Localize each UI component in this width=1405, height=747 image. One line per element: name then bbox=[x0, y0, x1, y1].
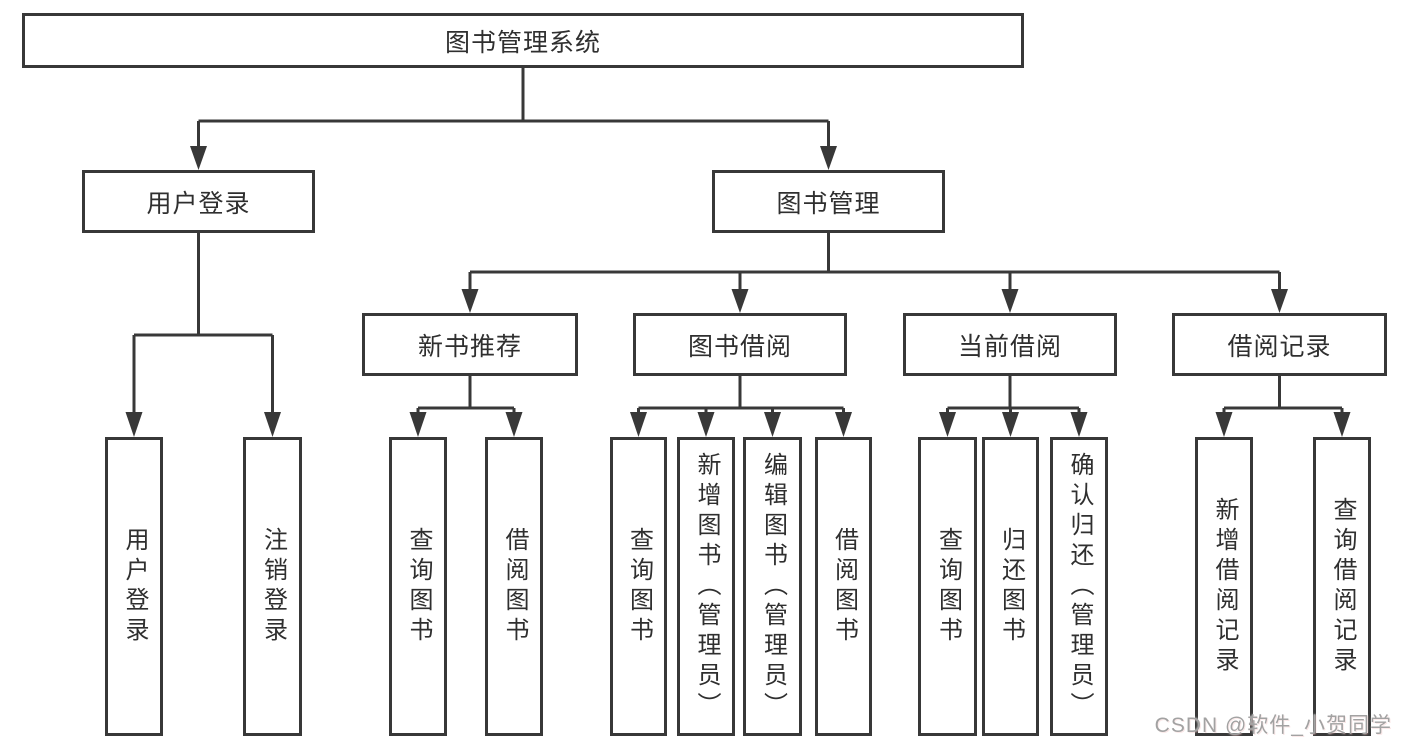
connector-book-management-children bbox=[468, 233, 1281, 290]
leaf-newbook-borrow: 借阅图书 bbox=[485, 437, 543, 736]
csdn-watermark: CSDN @软件_小贺同学 bbox=[1154, 714, 1392, 737]
node-book-borrow-label: 图书借阅 bbox=[687, 332, 792, 361]
node-user-login-label: 用户登录 bbox=[146, 189, 251, 218]
node-user-login: 用户登录 bbox=[82, 170, 315, 233]
connector-user-login-children bbox=[132, 233, 274, 414]
leaf-user-login: 用户登录 bbox=[105, 437, 163, 736]
node-new-book-recommend-label: 新书推荐 bbox=[417, 332, 522, 361]
node-root-label: 图书管理系统 bbox=[444, 28, 601, 57]
connector-root-to-level2 bbox=[197, 68, 830, 148]
connector-borrow-records-children bbox=[1222, 376, 1344, 414]
leaf-current-confirm-admin: 确认归还（管理员） bbox=[1050, 437, 1108, 736]
leaf-borrow-borrow: 借阅图书 bbox=[815, 437, 872, 736]
node-current-borrow-label: 当前借阅 bbox=[957, 332, 1062, 361]
connector-new-books-children bbox=[416, 376, 516, 414]
leaf-current-return: 归还图书 bbox=[982, 437, 1039, 736]
leaf-records-add: 新增借阅记录 bbox=[1195, 437, 1253, 736]
node-book-management: 图书管理 bbox=[712, 170, 945, 233]
leaf-borrow-add-admin: 新增图书（管理员） bbox=[677, 437, 735, 736]
leaf-borrow-query: 查询图书 bbox=[610, 437, 667, 736]
node-book-management-label: 图书管理 bbox=[776, 189, 881, 218]
leaf-newbook-query: 查询图书 bbox=[389, 437, 447, 736]
leaf-current-query: 查询图书 bbox=[918, 437, 977, 736]
node-borrow-records: 借阅记录 bbox=[1172, 313, 1387, 376]
connector-current-borrow-children bbox=[946, 376, 1081, 414]
leaf-records-query: 查询借阅记录 bbox=[1313, 437, 1371, 736]
node-current-borrow: 当前借阅 bbox=[903, 313, 1117, 376]
node-borrow-records-label: 借阅记录 bbox=[1227, 332, 1332, 361]
arrowheads bbox=[125, 146, 1351, 437]
node-new-book-recommend: 新书推荐 bbox=[362, 313, 578, 376]
connector-book-borrow-children bbox=[637, 376, 845, 414]
node-root: 图书管理系统 bbox=[22, 13, 1024, 68]
leaf-logout: 注销登录 bbox=[243, 437, 302, 736]
leaf-borrow-edit-admin: 编辑图书（管理员） bbox=[743, 437, 802, 736]
node-book-borrow: 图书借阅 bbox=[633, 313, 847, 376]
